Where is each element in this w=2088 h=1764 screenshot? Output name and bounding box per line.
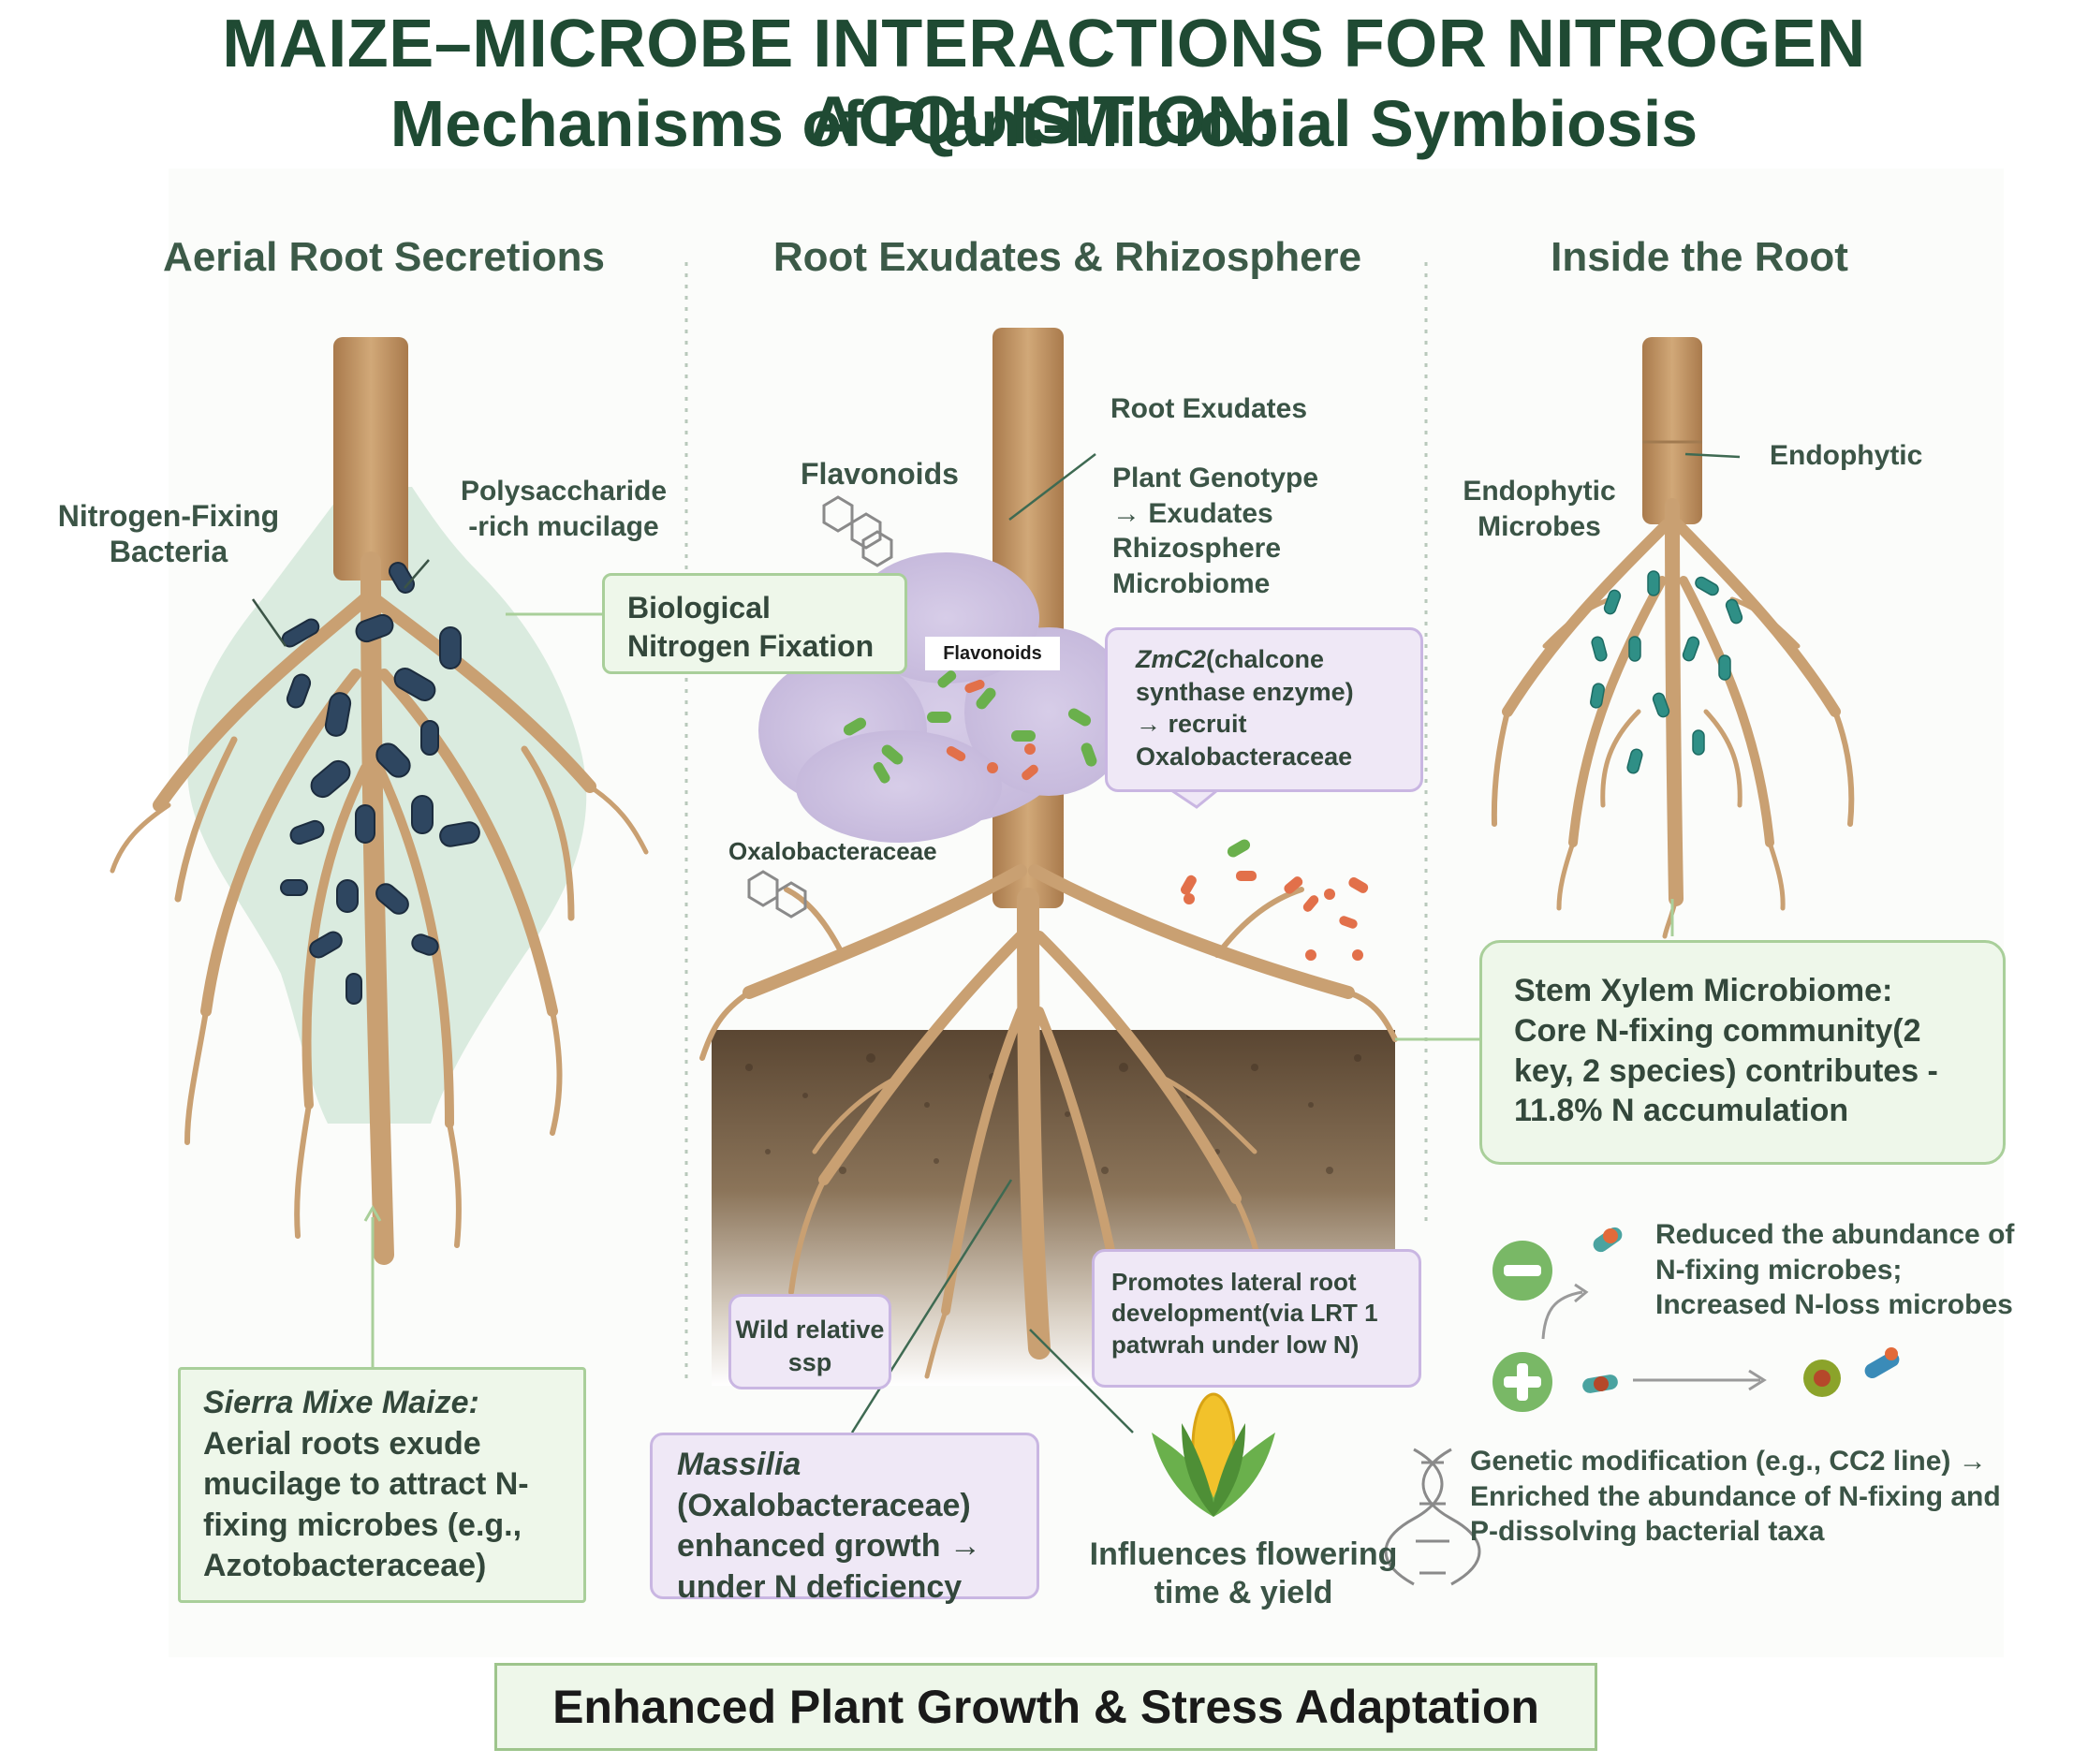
lateral-root-box: Promotes lateral root development(via LR…	[1092, 1249, 1421, 1388]
scattered-microbes	[1180, 839, 1369, 961]
column-title-aerial: Aerial Root Secretions	[163, 234, 605, 280]
plus-badge-shape	[1492, 1352, 1552, 1412]
inside-root-illustration	[1384, 337, 1900, 1586]
genetic-modification-text: Genetic modification (e.g., CC2 line) → …	[1470, 1446, 2001, 1547]
inside-stem	[1642, 337, 1702, 524]
oxalobacteraceae-molecule-icon	[747, 870, 807, 919]
footer-banner: Enhanced Plant Growth & Stress Adaptatio…	[494, 1663, 1597, 1751]
nitrogen-fixing-bacteria	[280, 562, 480, 1005]
zmc2-box: ZmC2(chalcone synthase enzyme) → recruit…	[1105, 627, 1423, 792]
inside-roots	[1491, 498, 1855, 939]
nfb-pointer	[251, 598, 287, 647]
flavonoid-molecule-icon	[822, 495, 893, 567]
flowering-pointer	[1029, 1329, 1134, 1433]
root-exudates-label: Root Exudates	[1110, 393, 1308, 424]
reduced-abundance-text: Reduced the abundance of N-fixing microb…	[1655, 1219, 2015, 1320]
microbe-icons	[1582, 1227, 1900, 1397]
aerial-stem	[333, 337, 408, 581]
dna-icon	[1384, 1448, 1481, 1586]
stem-xylem-box: Stem Xylem Microbiome: Core N-fixing com…	[1479, 940, 2006, 1165]
curved-arrow	[1541, 1290, 1583, 1340]
flavonoids-label: Flavonoids	[801, 457, 959, 491]
plant-genotype-label: Plant Genotype → Exudates Rhizosphere Mi…	[1112, 463, 1319, 599]
sierra-mixe-box: Sierra Mixe Maize: Aerial roots exude mu…	[178, 1367, 586, 1603]
root-exudates-pointer	[1008, 453, 1096, 521]
endophytic-label: Endophytic	[1770, 440, 1923, 471]
corn-icon	[1152, 1392, 1275, 1517]
cloud-microbes	[843, 670, 1097, 784]
minus-badge-shape	[1492, 1241, 1552, 1301]
oxalobacteraceae-label: Oxalobacteraceae	[728, 837, 937, 865]
column-title-rhizosphere: Root Exudates & Rhizosphere	[772, 234, 1362, 280]
endophytic-pointer	[1684, 452, 1741, 459]
mucilage-label: Polysaccharide-rich mucilage	[460, 476, 668, 542]
endophytic-microbes	[1590, 570, 1743, 774]
main-title: MAIZE–MICROBE INTERACTIONS FOR NITROGEN …	[222, 7, 1866, 158]
aerial-root-illustration	[110, 337, 649, 1367]
column-title-inside-root: Inside the Root	[1551, 234, 1848, 280]
massilia-box: Massilia (Oxalobacteraceae) enhanced gro…	[650, 1433, 1039, 1605]
mucilage-pointer	[404, 559, 430, 589]
flavonoids-cloud-tag: Flavonoids	[925, 637, 1060, 670]
main-subtitle: Mechanisms of Plant-Microbial Symbiosis	[390, 87, 1698, 160]
massilia-pointer	[850, 1179, 1013, 1433]
